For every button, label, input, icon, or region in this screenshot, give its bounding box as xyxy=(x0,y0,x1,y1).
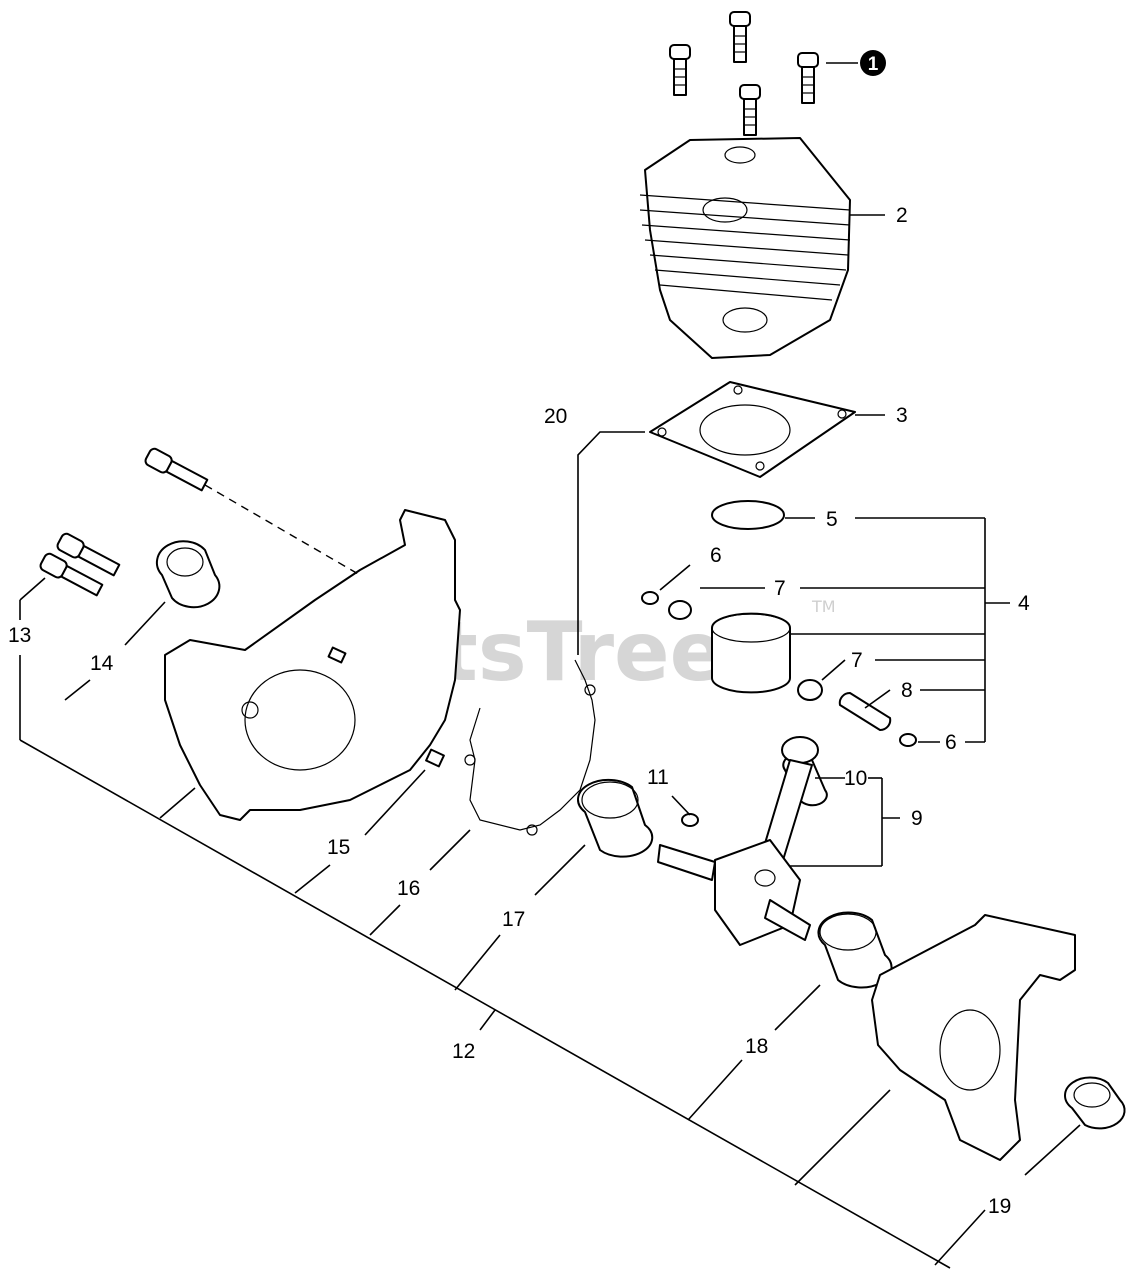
part-19-oil-seal[interactable] xyxy=(1064,1076,1126,1130)
callout-11[interactable]: 11 xyxy=(647,766,669,789)
callout-17[interactable]: 17 xyxy=(502,908,525,931)
callout-19[interactable]: 19 xyxy=(988,1195,1011,1218)
callout-12[interactable]: 12 xyxy=(452,1040,475,1063)
part-3-cylinder-gasket[interactable] xyxy=(649,381,856,478)
part-18-crankcase-bearing[interactable] xyxy=(817,911,893,989)
part-crankcase-right[interactable] xyxy=(871,914,1076,1161)
callout-9[interactable]: 9 xyxy=(911,807,923,830)
part-17-crankcase-bearing[interactable] xyxy=(577,778,654,858)
callout-6-upper[interactable]: 6 xyxy=(710,544,722,567)
callout-10[interactable]: 10 xyxy=(844,767,867,790)
part-9-crankshaft[interactable] xyxy=(657,736,819,946)
callout-2[interactable]: 2 xyxy=(896,204,908,227)
part-14-oil-seal[interactable] xyxy=(155,540,221,609)
part-8-piston-pin[interactable] xyxy=(838,691,892,732)
callout-6-lower[interactable]: 6 xyxy=(945,731,957,754)
part-crankcase-dowel-pin[interactable] xyxy=(327,646,347,664)
callout-8[interactable]: 8 xyxy=(901,679,913,702)
reference-badge xyxy=(860,50,886,76)
part-crankcase-left[interactable] xyxy=(164,509,461,821)
part-11-woodruff-key[interactable] xyxy=(681,813,699,827)
part-7-bearing-lower[interactable] xyxy=(797,679,823,701)
part-6-circlip-lower[interactable] xyxy=(899,733,917,747)
part-6-circlip-upper[interactable] xyxy=(641,591,659,605)
callout-3[interactable]: 3 xyxy=(896,404,908,427)
callout-13[interactable]: 13 xyxy=(8,624,31,647)
part-2-cylinder[interactable] xyxy=(639,137,851,359)
callout-16[interactable]: 16 xyxy=(397,877,420,900)
callout-4[interactable]: 4 xyxy=(1018,592,1030,615)
part-1-cylinder-bolts[interactable] xyxy=(669,11,819,136)
part-7-bearing-upper[interactable] xyxy=(668,600,692,620)
part-5-piston-ring[interactable] xyxy=(711,500,785,530)
part-piston[interactable] xyxy=(711,612,791,694)
part-15-dowel-pin[interactable] xyxy=(425,748,445,768)
callout-14[interactable]: 14 xyxy=(90,652,114,675)
callout-15[interactable]: 15 xyxy=(327,836,350,859)
part-13-crankcase-bolts[interactable] xyxy=(39,447,209,598)
callout-7-lower[interactable]: 7 xyxy=(851,649,863,672)
reference-badge-label: 1 xyxy=(868,54,879,75)
callout-7-upper[interactable]: 7 xyxy=(774,577,786,600)
part-16-crankcase-gasket[interactable] xyxy=(464,659,596,836)
trademark-mark: TM xyxy=(811,597,836,616)
callout-20[interactable]: 20 xyxy=(544,405,567,428)
callout-5[interactable]: 5 xyxy=(826,508,838,531)
callout-18[interactable]: 18 xyxy=(745,1035,768,1058)
